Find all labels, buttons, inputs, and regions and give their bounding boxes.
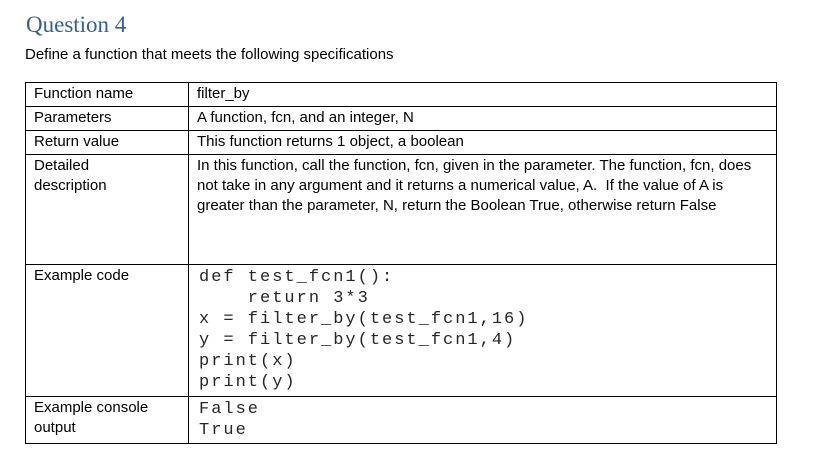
document-page: Question 4 Define a function that meets … bbox=[25, 12, 777, 444]
table-row-example-code: Example code def test_fcn1(): return 3*3… bbox=[26, 264, 776, 396]
row-label: Parameters bbox=[26, 107, 189, 130]
row-value: A function, fcn, and an integer, N bbox=[197, 109, 414, 126]
row-value-code: def test_fcn1(): return 3*3 x = filter_b… bbox=[199, 268, 529, 392]
row-label: Detailed description bbox=[26, 155, 189, 264]
table-row-example-console-output: Example console output False True bbox=[26, 396, 776, 443]
row-value: In this function, call the function, fcn… bbox=[197, 157, 756, 214]
page-title: Question 4 bbox=[26, 12, 127, 37]
row-value: This function returns 1 object, a boolea… bbox=[197, 133, 464, 150]
row-value: filter_by bbox=[197, 85, 250, 102]
row-label: Example code bbox=[26, 265, 189, 396]
table-row-return-value: Return value This function returns 1 obj… bbox=[26, 130, 776, 154]
row-label: Function name bbox=[26, 83, 189, 106]
table-row-detailed-description: Detailed description In this function, c… bbox=[26, 154, 776, 264]
row-value-console-output: False True bbox=[199, 400, 261, 440]
row-label: Return value bbox=[26, 131, 189, 154]
spec-table: Function name filter_by Parameters A fun… bbox=[25, 82, 777, 444]
row-label: Example console output bbox=[26, 397, 189, 443]
table-row-function-name: Function name filter_by bbox=[26, 83, 776, 106]
table-row-parameters: Parameters A function, fcn, and an integ… bbox=[26, 106, 776, 130]
page-subtitle: Define a function that meets the followi… bbox=[25, 46, 394, 63]
